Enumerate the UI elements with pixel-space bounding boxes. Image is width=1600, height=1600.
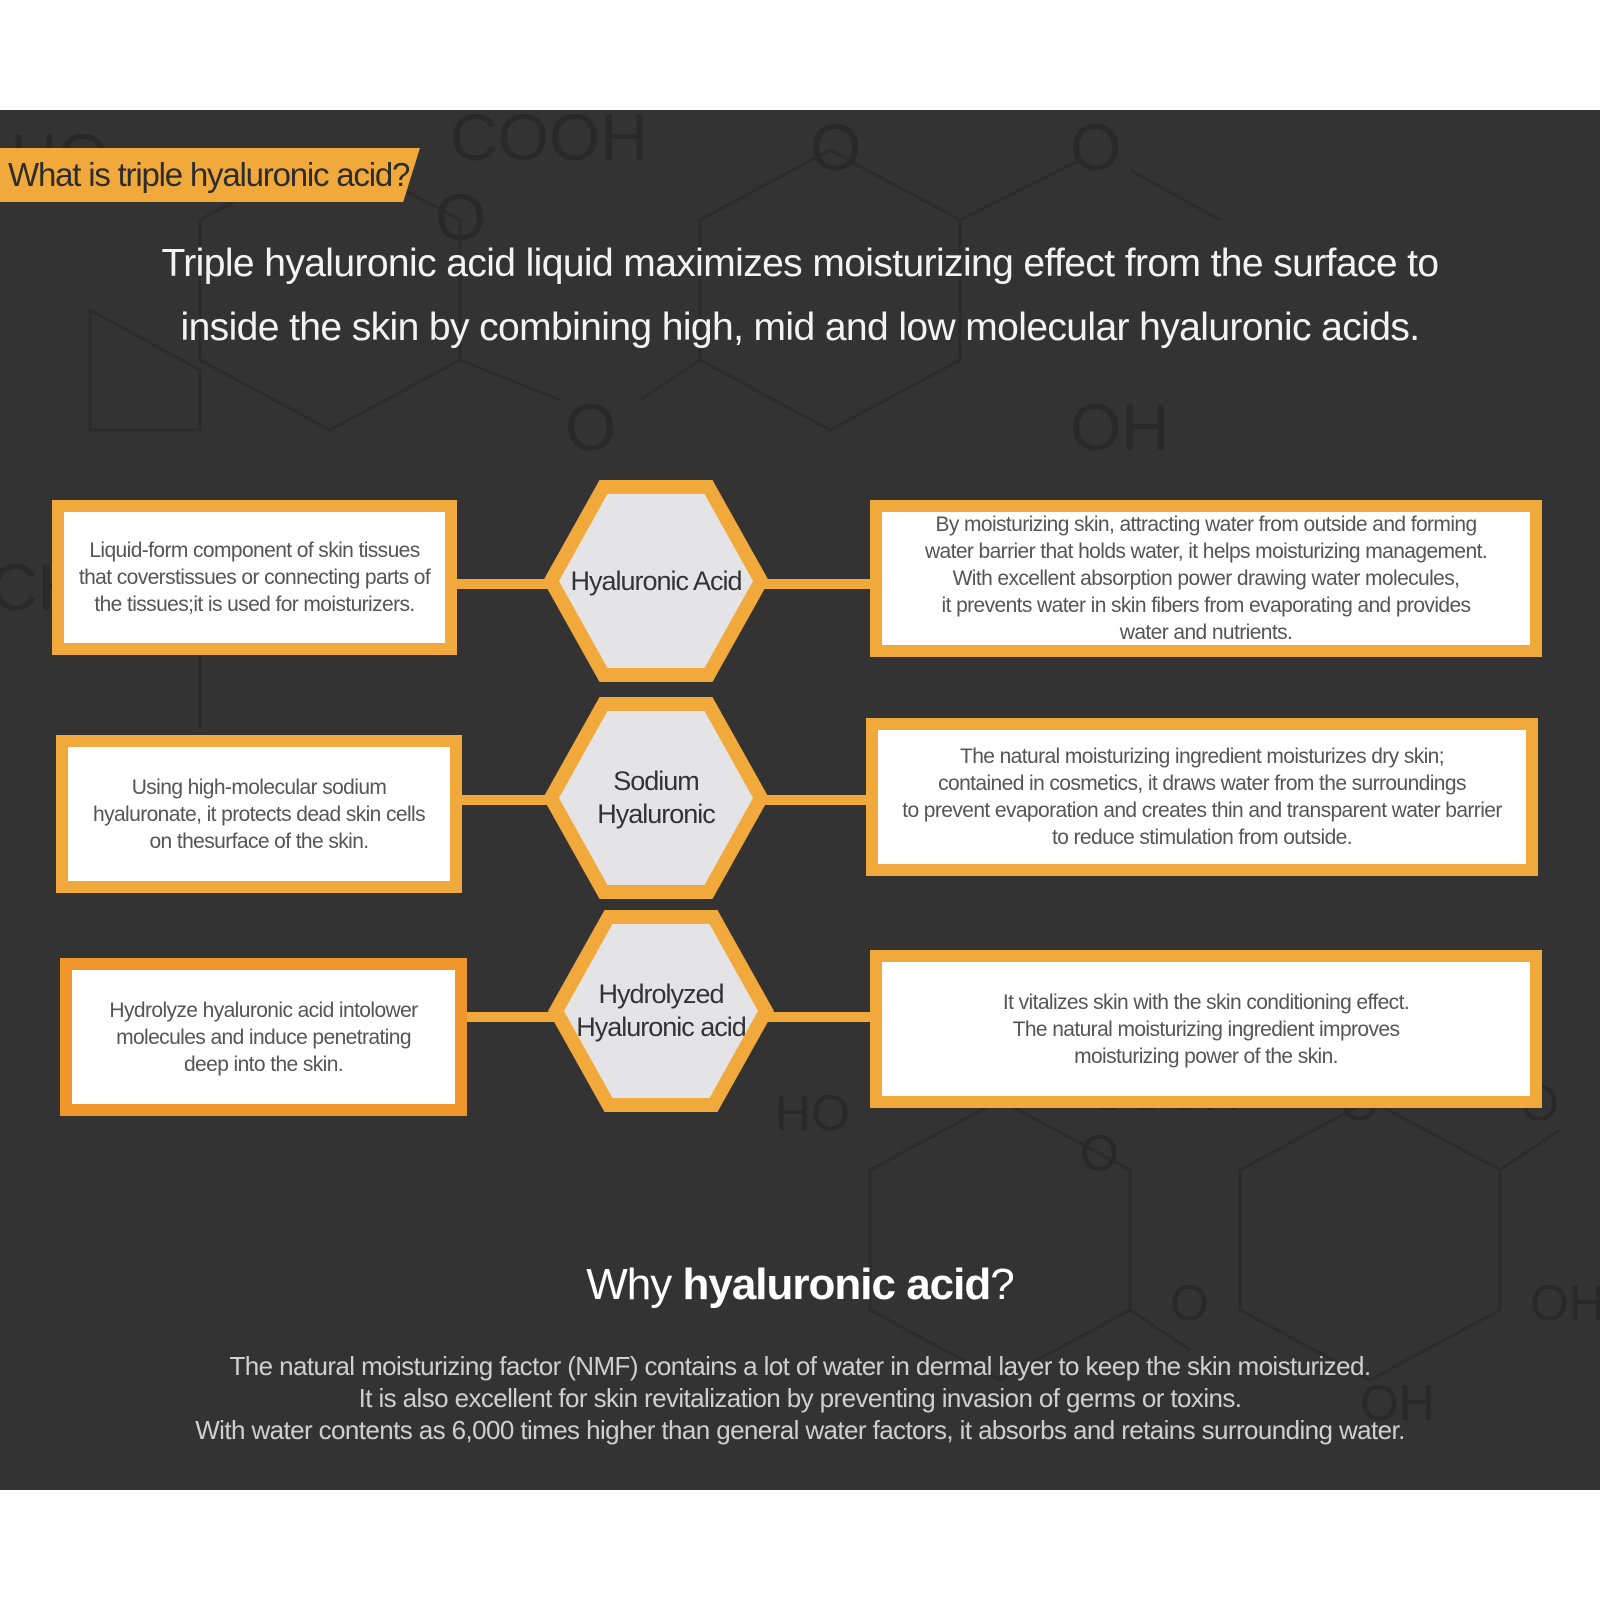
ingredient-hexagon: Hyaluronic Acid [543, 480, 769, 682]
bg-label: OH [1530, 1275, 1600, 1331]
left-description-text: Using high-molecular sodium hyaluronate,… [92, 775, 426, 853]
why-line: It is also excellent for skin revitaliza… [358, 1383, 1242, 1413]
why-heading-suffix: ? [990, 1260, 1015, 1309]
right-description-text: It vitalizes skin with the skin conditio… [1002, 990, 1410, 1068]
infographic-panel: HO COOH O O O O OH CH HO COOH O O O O OH… [0, 110, 1600, 1490]
intro-line: Triple hyaluronic acid liquid maximizes … [161, 242, 1440, 285]
bg-label: OH [1070, 390, 1169, 464]
left-description-box: Hydrolyze hyaluronic acid intolower mole… [60, 958, 467, 1116]
why-heading-prefix: Why [586, 1260, 683, 1309]
bg-label: O [810, 110, 861, 184]
ingredient-name: Sodium Hyaluronic [597, 766, 716, 829]
why-line: The natural moisturizing factor (NMF) co… [229, 1351, 1372, 1381]
bg-label: HO [775, 1085, 850, 1141]
bg-label: OH [1360, 1375, 1435, 1431]
ingredient-hexagon: Sodium Hyaluronic [543, 697, 769, 899]
bg-label: O [1080, 1125, 1119, 1181]
right-description-text: By moisturizing skin, attracting water f… [924, 513, 1488, 644]
right-description-box: By moisturizing skin, attracting water f… [870, 500, 1542, 657]
section-tag: What is triple hyaluronic acid? [0, 148, 420, 202]
right-description-text: The natural moisturizing ingredient mois… [902, 745, 1502, 849]
left-description-text: Hydrolyze hyaluronic acid intolower mole… [109, 998, 418, 1076]
bg-label: O [435, 180, 486, 254]
bg-label: O [1070, 110, 1121, 184]
left-description-box: Liquid-form component of skin tissues th… [52, 500, 457, 655]
why-line: With water contents as 6,000 times highe… [195, 1415, 1405, 1445]
bg-label: O [565, 390, 616, 464]
section-tag-label: What is triple hyaluronic acid? [8, 156, 410, 193]
why-heading-bold: hyaluronic acid [682, 1260, 991, 1309]
intro-line: inside the skin by combining high, mid a… [180, 306, 1421, 349]
right-description-box: The natural moisturizing ingredient mois… [866, 718, 1538, 876]
why-description: The natural moisturizing factor (NMF) co… [100, 1350, 1500, 1446]
right-description-box: It vitalizes skin with the skin conditio… [870, 950, 1542, 1108]
why-heading: Why hyaluronic acid? [0, 1260, 1600, 1310]
intro-text: Triple hyaluronic acid liquid maximizes … [60, 232, 1540, 360]
bg-label: COOH [450, 110, 648, 174]
ingredient-name: Hyaluronic Acid [570, 565, 742, 596]
ingredient-name: Hydrolyzed Hyaluronic acid [576, 979, 747, 1042]
bg-label: O [1170, 1275, 1209, 1331]
left-description-text: Liquid-form component of skin tissues th… [78, 539, 431, 616]
left-description-box: Using high-molecular sodium hyaluronate,… [56, 735, 462, 893]
ingredient-hexagon: Hydrolyzed Hyaluronic acid [548, 910, 774, 1112]
molecule-structure-lines [88, 148, 1561, 1382]
